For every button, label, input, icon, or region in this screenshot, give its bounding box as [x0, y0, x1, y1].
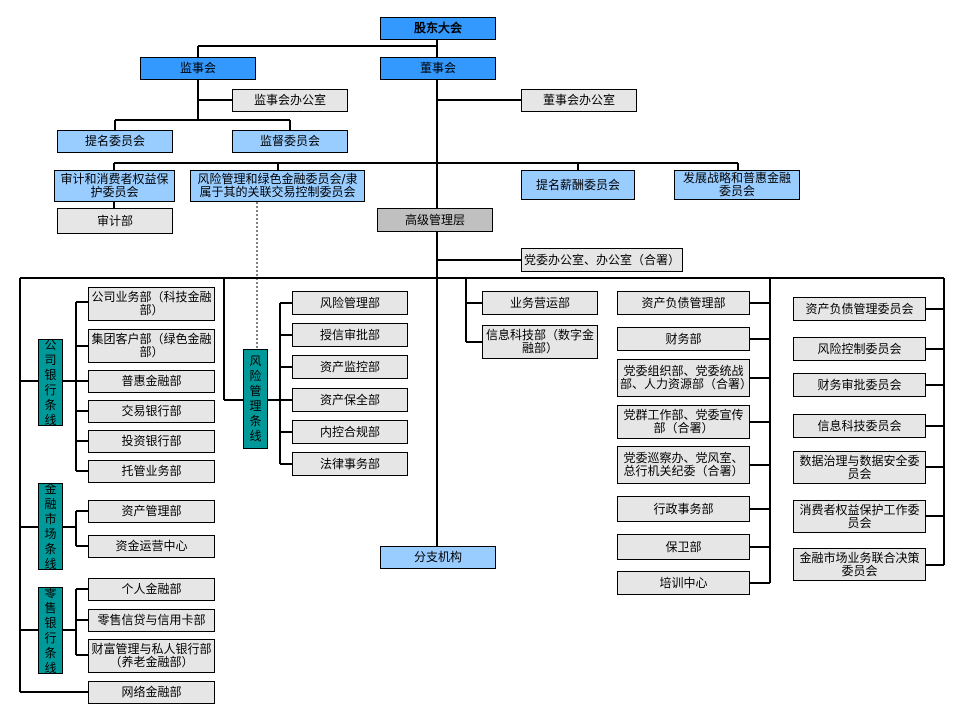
risk-green-finance-committee[interactable]: 风险管理和绿色金融委员会/隶属于其的关联交易控制委员会	[190, 170, 365, 202]
consumer-protection-committee[interactable]: 消费者权益保护工作委员会	[793, 500, 926, 533]
internet-finance-dept[interactable]: 网络金融部	[88, 681, 215, 704]
treasury-operations-center[interactable]: 资金运营中心	[88, 535, 215, 558]
senior-management[interactable]: 高级管理层	[377, 208, 493, 232]
party-affairs-publicity-dept[interactable]: 党群工作部、党委宣传部（合署）	[617, 405, 750, 439]
finance-approval-committee[interactable]: 财务审批委员会	[793, 373, 926, 397]
information-technology-dept[interactable]: 信息科技部（数字金融部）	[482, 325, 598, 359]
asset-preservation-dept[interactable]: 资产保全部	[292, 388, 408, 412]
nomination-committee[interactable]: 提名委员会	[57, 130, 173, 153]
risk-control-committee[interactable]: 风险控制委员会	[793, 337, 926, 361]
custody-business-dept[interactable]: 托管业务部	[88, 460, 215, 483]
branch-institutions[interactable]: 分支机构	[380, 546, 496, 569]
strategy-inclusive-committee[interactable]: 发展战略和普惠金融委员会	[674, 170, 800, 200]
inclusive-finance-dept[interactable]: 普惠金融部	[88, 370, 215, 393]
retail-credit-card-dept[interactable]: 零售信贷与信用卡部	[88, 609, 215, 632]
credit-approval-dept[interactable]: 授信审批部	[292, 323, 408, 347]
security-dept[interactable]: 保卫部	[617, 534, 750, 560]
party-inspection-discipline-dept[interactable]: 党委巡察办、党风室、总行机关纪委（合署）	[617, 446, 750, 484]
retail-banking-line[interactable]: 零售银行条线	[38, 587, 63, 674]
it-committee[interactable]: 信息科技委员会	[793, 414, 926, 438]
financial-markets-decision-committee[interactable]: 金融市场业务联合决策委员会	[793, 548, 926, 581]
board-of-directors[interactable]: 董事会	[380, 57, 496, 80]
business-operations-dept[interactable]: 业务营运部	[482, 291, 598, 315]
party-organization-hr-dept[interactable]: 党委组织部、党委统战部、人力资源部（合署）	[617, 359, 750, 397]
investment-banking-dept[interactable]: 投资银行部	[88, 430, 215, 453]
alm-committee[interactable]: 资产负债管理委员会	[793, 297, 926, 321]
shareholders-meeting[interactable]: 股东大会	[380, 17, 496, 40]
corporate-business-dept[interactable]: 公司业务部（科技金融部）	[88, 287, 215, 321]
administrative-affairs-dept[interactable]: 行政事务部	[617, 496, 750, 522]
data-governance-committee[interactable]: 数据治理与数据安全委员会	[793, 451, 926, 484]
asset-liability-dept[interactable]: 资产负债管理部	[617, 291, 750, 315]
board-office[interactable]: 董事会办公室	[521, 89, 637, 112]
wealth-private-banking-dept[interactable]: 财富管理与私人银行部（养老金融部）	[88, 639, 215, 673]
finance-dept[interactable]: 财务部	[617, 327, 750, 351]
supervisory-office[interactable]: 监事会办公室	[232, 89, 348, 112]
risk-management-dept[interactable]: 风险管理部	[292, 291, 408, 315]
party-office[interactable]: 党委办公室、办公室（合署）	[521, 248, 683, 272]
financial-markets-line[interactable]: 金融市场条线	[38, 483, 63, 570]
transaction-banking-dept[interactable]: 交易银行部	[88, 400, 215, 423]
group-client-dept[interactable]: 集团客户部（绿色金融部）	[88, 329, 215, 363]
audit-consumer-committee[interactable]: 审计和消费者权益保护委员会	[54, 170, 175, 202]
legal-affairs-dept[interactable]: 法律事务部	[292, 452, 408, 476]
personal-finance-dept[interactable]: 个人金融部	[88, 578, 215, 601]
risk-management-line[interactable]: 风险管理条线	[243, 349, 268, 449]
supervision-committee[interactable]: 监督委员会	[232, 130, 348, 153]
asset-management-dept[interactable]: 资产管理部	[88, 500, 215, 523]
audit-department[interactable]: 审计部	[57, 208, 173, 234]
supervisory-board[interactable]: 监事会	[140, 57, 256, 80]
corporate-banking-line[interactable]: 公司银行条线	[38, 339, 63, 426]
asset-monitoring-dept[interactable]: 资产监控部	[292, 355, 408, 379]
internal-control-dept[interactable]: 内控合规部	[292, 420, 408, 444]
compensation-committee[interactable]: 提名薪酬委员会	[521, 170, 635, 200]
training-center[interactable]: 培训中心	[617, 571, 750, 595]
